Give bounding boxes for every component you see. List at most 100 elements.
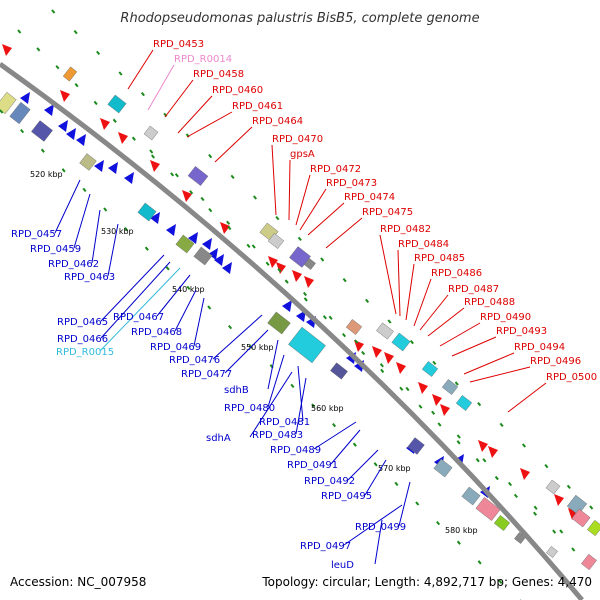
forward-gene-label: RPD_0464	[252, 116, 303, 127]
forward-gene-label: RPD_0461	[232, 101, 283, 112]
gene-block	[330, 362, 348, 380]
forward-label-leader	[451, 336, 497, 357]
reverse-label-leader	[193, 297, 205, 347]
tick-mark	[82, 187, 87, 193]
reverse-gene-label: RPD_0468	[131, 327, 182, 338]
tick-mark	[174, 173, 179, 178]
tick-mark	[475, 458, 480, 463]
tick-layer	[0, 9, 594, 600]
reverse-label-leader	[54, 179, 81, 234]
forward-gene-label: RPD_0475	[362, 207, 413, 218]
forward-gene-label: RPD_0473	[326, 178, 377, 189]
tick-mark	[277, 268, 282, 273]
tick-mark	[311, 403, 316, 408]
tick-mark	[73, 30, 78, 35]
gene-block	[267, 311, 291, 335]
tick-mark	[186, 285, 191, 291]
tick-mark	[559, 529, 564, 534]
tick-mark	[302, 291, 308, 297]
forward-gene-label: RPD_0470	[272, 134, 323, 145]
tick-mark	[431, 410, 436, 415]
reverse-label-leader	[91, 209, 101, 264]
reverse-label-leader	[224, 329, 269, 374]
reverse-label-leader	[249, 371, 293, 438]
tick-mark	[40, 148, 45, 153]
tick-mark	[499, 422, 504, 427]
tick-mark	[432, 360, 437, 365]
tick-mark	[387, 319, 392, 324]
forward-gene-arrow	[384, 352, 394, 364]
reverse-gene-arrow	[208, 248, 218, 260]
reverse-gene-arrow	[124, 172, 134, 184]
reverse-label-leader	[267, 354, 285, 408]
gene-block	[288, 326, 326, 364]
reverse-gene-label: RPD_0481	[259, 417, 310, 428]
forward-label-leader	[419, 294, 449, 331]
tick-mark	[415, 501, 420, 506]
topology-text: Topology: circular; Length: 4,892,717 bp…	[261, 575, 592, 589]
tick-mark	[456, 440, 461, 445]
tick-mark	[361, 350, 366, 356]
reverse-gene-label: RPD_0495	[321, 491, 372, 502]
tick-mark	[418, 404, 423, 409]
forward-gene-label: RPD_0490	[480, 312, 531, 323]
reverse-gene-label: RPD_0463	[64, 272, 115, 283]
forward-label-leader	[299, 188, 327, 231]
gene-block	[433, 458, 453, 478]
forward-label-leader	[295, 174, 311, 226]
gene-block	[546, 546, 558, 558]
forward-gene-label: RPD_0460	[212, 85, 263, 96]
gene-block	[587, 519, 600, 537]
tick-mark	[394, 481, 399, 487]
map-title: Rhodopseudomonas palustris BisB5, comple…	[120, 11, 479, 26]
gene-block	[391, 332, 411, 352]
forward-label-leader	[288, 159, 291, 221]
kbp-label: 550 kbp	[241, 343, 274, 352]
tick-mark	[365, 298, 370, 303]
reverse-label-leader	[295, 377, 307, 435]
tick-mark	[275, 216, 280, 221]
forward-gene-arrow	[520, 468, 530, 480]
reverse-gene-label: RPD_0483	[252, 430, 303, 441]
tick-mark	[246, 243, 251, 248]
reverse-gene-arrow	[20, 92, 30, 104]
kbp-label: 580 kbp	[445, 526, 478, 535]
reverse-gene-arrow	[202, 238, 212, 250]
forward-gene-label: RPD_0484	[398, 239, 449, 250]
forward-label-leader	[325, 217, 363, 249]
forward-gene-arrow	[118, 132, 128, 144]
tick-mark	[144, 246, 149, 251]
reverse-gene-arrow	[66, 128, 76, 140]
tick-mark	[140, 92, 145, 97]
tick-mark	[320, 257, 325, 262]
tick-mark	[93, 100, 98, 106]
tick-mark	[208, 207, 213, 213]
tick-mark	[61, 168, 66, 173]
tick-mark	[252, 195, 258, 200]
reverse-gene-label: RPD_0457	[11, 229, 62, 240]
reverse-gene-label: RPD_0489	[270, 445, 321, 456]
forward-gene-label: RPD_0458	[193, 69, 244, 80]
gene-block	[566, 494, 588, 516]
tick-mark	[227, 225, 232, 231]
forward-gene-arrow	[396, 362, 406, 374]
tick-mark	[124, 226, 129, 232]
tick-mark	[589, 505, 594, 510]
tick-mark	[477, 560, 482, 565]
forward-gene-arrow	[220, 222, 230, 234]
forward-label-leader	[186, 111, 233, 138]
forward-gene-arrow	[488, 446, 498, 458]
reverse-label-leader	[99, 267, 181, 352]
tick-mark	[544, 464, 549, 469]
forward-gene-arrow	[440, 404, 450, 416]
gene-block	[345, 319, 363, 335]
kbp-labels: 520 kbp 530 kbp 540 kbp 550 kbp 560 kbp …	[30, 170, 478, 535]
reverse-gene-arrow	[296, 310, 306, 322]
forward-gene-label: RPD_0474	[344, 192, 395, 203]
reverse-label-leader	[297, 365, 304, 422]
forward-gene-arrow	[304, 276, 314, 288]
tick-mark	[533, 511, 538, 516]
tick-mark	[409, 340, 414, 345]
gene-block	[376, 322, 394, 340]
reverse-gene-labels: RPD_0457RPD_0459RPD_0462RPD_0463RPD_0465…	[11, 179, 411, 571]
